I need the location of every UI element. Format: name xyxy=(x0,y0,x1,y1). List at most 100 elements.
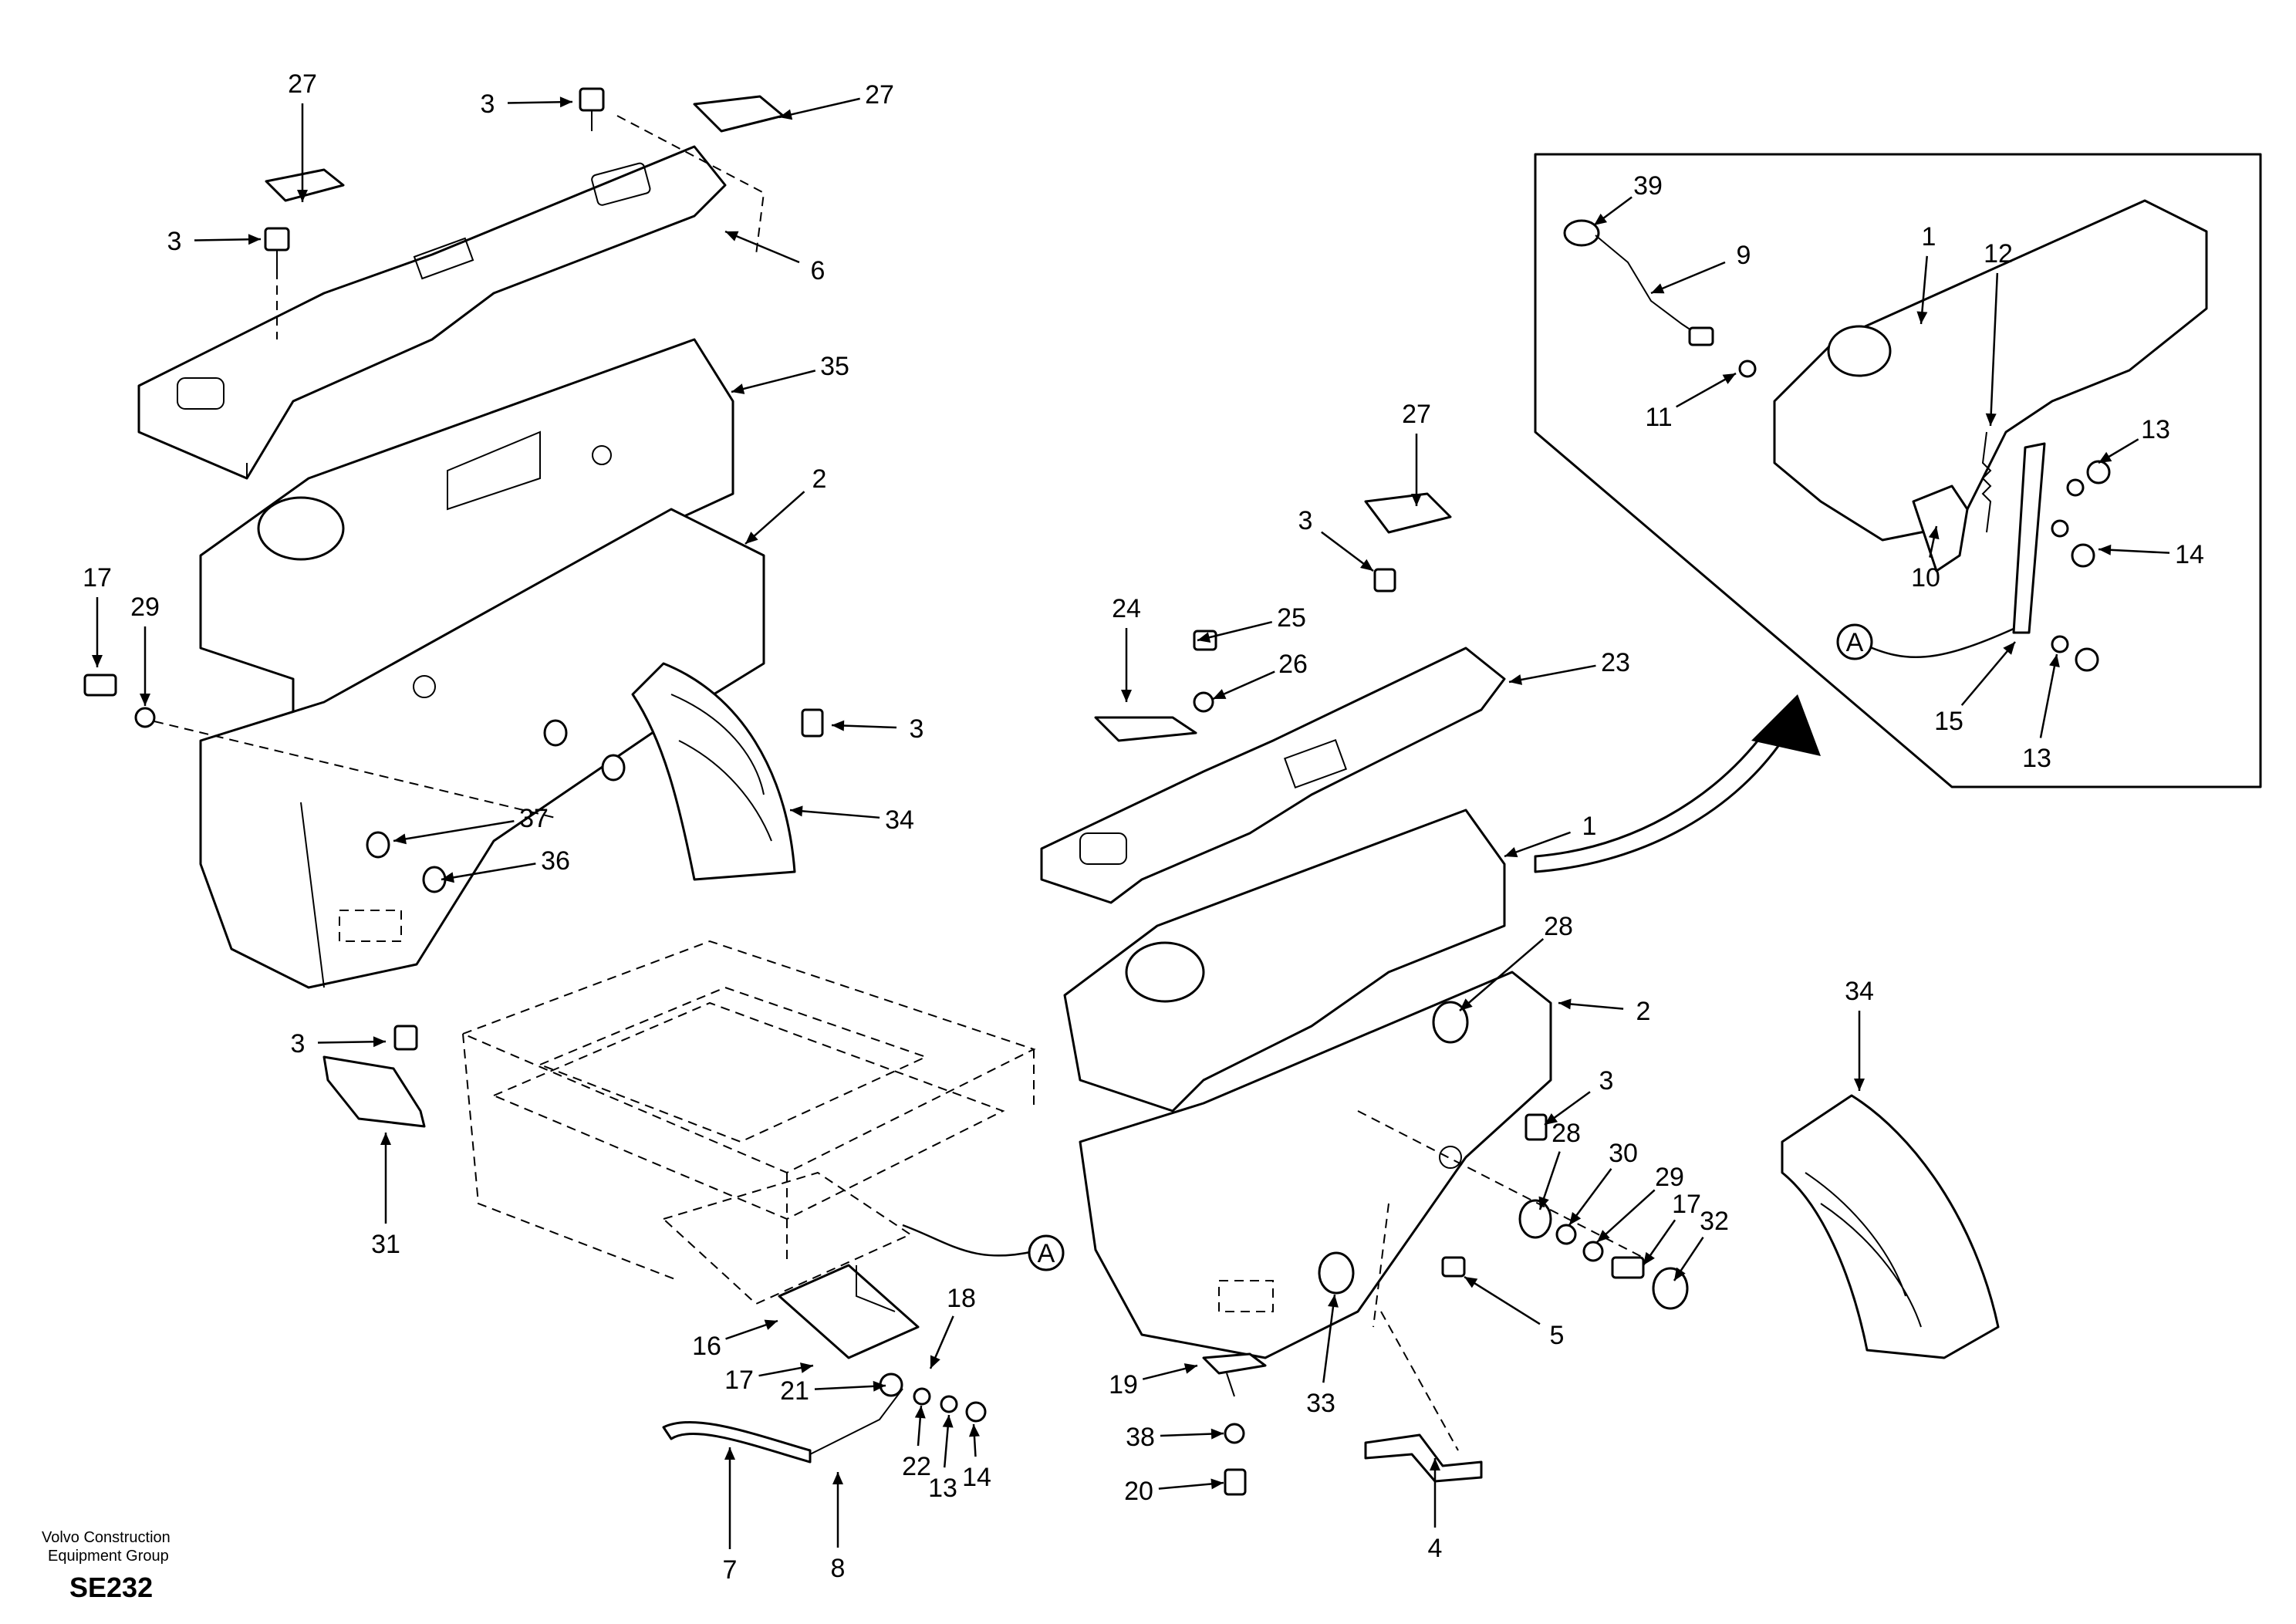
callout-arrowhead-3 xyxy=(248,234,261,245)
callout-arrowhead-29 xyxy=(1597,1230,1610,1242)
detail-nuts xyxy=(2051,460,2111,672)
callout-label-34: 34 xyxy=(1845,977,1874,1006)
connector-circle xyxy=(1836,623,1873,660)
callout-arrowhead-14 xyxy=(968,1424,980,1437)
callout-arrowhead-36 xyxy=(441,872,454,883)
callout-arrowhead-26 xyxy=(1213,689,1227,699)
callout-label-10: 10 xyxy=(1911,563,1940,593)
callout-leader-36 xyxy=(441,863,536,881)
callout-label-25: 25 xyxy=(1277,603,1306,633)
callout-label-37: 37 xyxy=(519,804,549,833)
bolt-bottom-left xyxy=(393,1025,418,1051)
callout-arrowhead-3 xyxy=(832,720,845,731)
cap-33 xyxy=(1318,1251,1355,1295)
callout-label-3: 3 xyxy=(167,227,182,256)
callout-arrowhead-3 xyxy=(373,1036,386,1048)
bushing-28-top xyxy=(1432,1001,1469,1044)
callout-leader-34 xyxy=(789,809,880,819)
callout-label-13: 13 xyxy=(2141,415,2170,444)
leader-lines xyxy=(92,96,2170,1549)
callout-label-30: 30 xyxy=(1609,1139,1638,1168)
washers-13-14 xyxy=(879,1372,987,1423)
callout-arrowhead-1 xyxy=(1504,846,1518,858)
callout-label-14: 14 xyxy=(2175,540,2204,569)
callout-arrowhead-13 xyxy=(2049,654,2060,668)
callout-label-35: 35 xyxy=(820,352,849,381)
callout-label-2: 2 xyxy=(812,464,827,494)
callout-arrowhead-39 xyxy=(1594,213,1608,225)
pad-left-upper xyxy=(265,168,345,202)
callout-label-23: 23 xyxy=(1601,648,1630,677)
callout-leader-12 xyxy=(1989,272,1999,427)
callout-arrowhead-10 xyxy=(1928,526,1940,540)
callout-label-28: 28 xyxy=(1551,1119,1581,1148)
bolt-5 xyxy=(1441,1256,1466,1278)
callout-arrowhead-23 xyxy=(1509,674,1523,685)
callout-arrowhead-1 xyxy=(1916,311,1928,324)
callout-leader-5 xyxy=(1464,1275,1541,1325)
callout-leader-13 xyxy=(2039,653,2058,738)
callout-arrowhead-11 xyxy=(1722,373,1736,384)
pad-right xyxy=(1364,492,1452,534)
callout-label-9: 9 xyxy=(1737,241,1751,270)
callout-arrowhead-22 xyxy=(914,1406,926,1419)
callout-leader-2 xyxy=(745,491,805,545)
callout-arrowhead-37 xyxy=(393,833,407,845)
callout-label-31: 31 xyxy=(371,1230,400,1259)
washer-30 xyxy=(1555,1224,1577,1245)
callout-label-39: 39 xyxy=(1633,171,1663,201)
callout-label-1: 1 xyxy=(1582,812,1597,841)
bushing-28-lower xyxy=(1518,1199,1552,1239)
callout-arrowhead-8 xyxy=(832,1472,843,1484)
callout-label-3: 3 xyxy=(910,714,924,744)
callout-label-13: 13 xyxy=(2022,744,2051,773)
connector-label: A xyxy=(1846,628,1864,657)
bolt-3-right xyxy=(1524,1113,1548,1141)
top-cover-right xyxy=(1040,647,1506,904)
bracket-16 xyxy=(778,1264,920,1359)
callout-label-17: 17 xyxy=(1672,1190,1701,1219)
callout-arrowhead-3 xyxy=(1545,1112,1558,1125)
bolt-right-of-left-base xyxy=(801,708,824,738)
callout-label-33: 33 xyxy=(1306,1389,1335,1418)
callout-leader-6 xyxy=(724,230,800,264)
callout-label-29: 29 xyxy=(130,593,160,622)
washer-26 xyxy=(1193,691,1214,713)
callout-label-38: 38 xyxy=(1126,1423,1155,1452)
callout-arrowhead-28 xyxy=(1538,1196,1549,1210)
callout-label-29: 29 xyxy=(1655,1163,1684,1192)
company-line-2: Equipment Group xyxy=(48,1548,169,1565)
callout-leader-33 xyxy=(1322,1294,1336,1383)
cap-32 xyxy=(1652,1267,1689,1310)
detail-gas-strut-15 xyxy=(2012,442,2046,634)
callout-label-5: 5 xyxy=(1550,1321,1565,1350)
callout-label-27: 27 xyxy=(1402,400,1431,429)
callout-arrowhead-32 xyxy=(1674,1267,1686,1281)
detail-washer-11 xyxy=(1738,360,1757,378)
callout-arrowhead-34 xyxy=(790,805,803,817)
callout-label-27: 27 xyxy=(288,69,317,99)
callout-arrowhead-28 xyxy=(1460,998,1473,1011)
callout-arrowhead-20 xyxy=(1210,1478,1224,1490)
callout-arrowhead-25 xyxy=(1197,632,1211,643)
base-right xyxy=(1079,971,1552,1359)
callout-arrowhead-6 xyxy=(725,231,739,241)
bolt-20 xyxy=(1224,1468,1247,1496)
callout-label-21: 21 xyxy=(780,1376,809,1406)
callout-leader-37 xyxy=(393,819,515,842)
callout-arrowhead-16 xyxy=(764,1319,778,1330)
callout-label-20: 20 xyxy=(1124,1477,1153,1506)
cable-7 xyxy=(662,1388,903,1464)
callout-arrowhead-15 xyxy=(2003,642,2015,655)
callout-label-3: 3 xyxy=(1599,1066,1614,1096)
callout-arrowhead-17 xyxy=(1643,1251,1655,1265)
callout-leader-15 xyxy=(1960,641,2016,706)
callout-arrowhead-31 xyxy=(380,1133,391,1145)
callout-arrowhead-7 xyxy=(724,1447,735,1460)
callout-arrowhead-30 xyxy=(1569,1211,1582,1225)
callout-label-34: 34 xyxy=(885,805,914,835)
detail-spring-12 xyxy=(1981,431,1992,533)
callout-label-17: 17 xyxy=(724,1366,754,1395)
detail-housing xyxy=(1773,199,2208,542)
callout-arrowhead-17 xyxy=(92,655,103,667)
